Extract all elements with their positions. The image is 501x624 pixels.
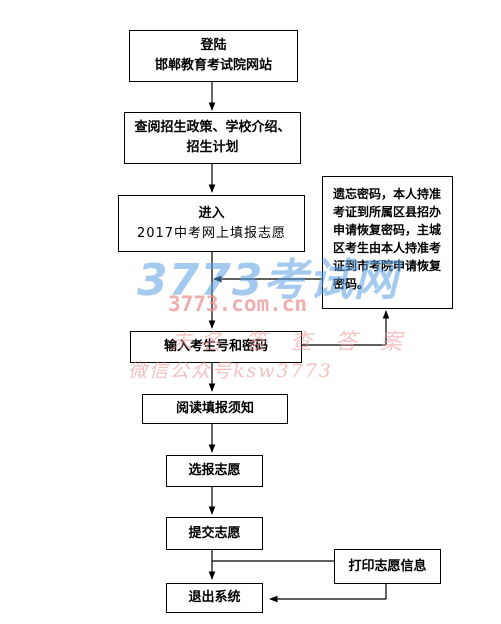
- note-line: 密码。: [333, 277, 370, 291]
- note-line: 区考生由本人持准考: [333, 241, 442, 255]
- step-choose-label: 选报志愿: [188, 463, 241, 478]
- step-policy: 查阅招生政策、学校介绍、 招生计划: [124, 112, 301, 164]
- step-choose-volunteer: 选报志愿: [166, 455, 263, 487]
- note-line: 考证到所属区县招办: [333, 205, 442, 219]
- note-line: 遗忘密码，本人持准: [333, 187, 442, 201]
- note-line: 申请恢复密码，主城: [333, 223, 442, 237]
- step-read-notice: 阅读填报须知: [142, 394, 288, 424]
- step-input-label: 输入考生号和密码: [163, 339, 268, 354]
- step-exit-label: 退出系统: [188, 590, 241, 605]
- step-login-line1: 登陆: [200, 38, 227, 53]
- step-policy-line2: 招生计划: [186, 140, 239, 155]
- note-line: 证到市考院申请恢复: [333, 259, 442, 273]
- forgot-password-note: 遗忘密码，本人持准 考证到所属区县招办 申请恢复密码，主城 区考生由本人持准考 …: [322, 176, 453, 309]
- step-policy-line1: 查阅招生政策、学校介绍、: [134, 120, 291, 135]
- step-enter-line1: 进入: [198, 205, 225, 221]
- step-login-line2: 邯郸教育考试院网站: [154, 58, 272, 73]
- step-login: 登陆 邯郸教育考试院网站: [129, 30, 298, 82]
- step-enter: 进入 2017中考网上填报志愿: [118, 195, 305, 252]
- step-enter-line2: 2017中考网上填报志愿: [136, 225, 287, 241]
- step-input-credentials: 输入考生号和密码: [130, 331, 302, 363]
- step-print-label: 打印志愿信息: [348, 558, 427, 574]
- step-submit-volunteer: 提交志愿: [166, 517, 263, 550]
- step-print-info: 打印志愿信息: [334, 549, 441, 584]
- step-read-label: 阅读填报须知: [175, 401, 254, 416]
- step-submit-label: 提交志愿: [188, 525, 241, 541]
- step-exit-system: 退出系统: [166, 583, 263, 613]
